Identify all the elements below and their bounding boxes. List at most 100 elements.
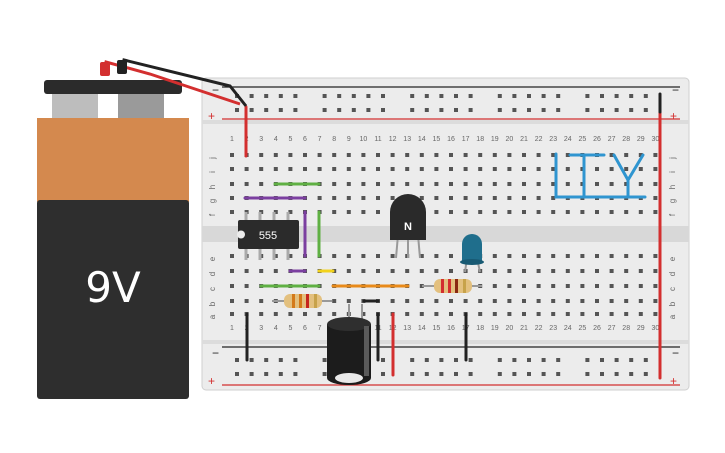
breadboard-hole[interactable] xyxy=(346,254,351,258)
transistor-npn[interactable]: N xyxy=(390,194,426,259)
breadboard-hole[interactable] xyxy=(624,182,629,186)
rail-hole[interactable] xyxy=(614,372,619,376)
rail-hole[interactable] xyxy=(439,108,444,112)
breadboard-hole[interactable] xyxy=(390,254,395,258)
breadboard-hole[interactable] xyxy=(405,312,410,316)
breadboard-hole[interactable] xyxy=(551,299,556,303)
breadboard-hole[interactable] xyxy=(346,182,351,186)
breadboard-hole[interactable] xyxy=(288,167,293,171)
rail-hole[interactable] xyxy=(293,108,298,112)
breadboard-hole[interactable] xyxy=(230,196,234,200)
rail-hole[interactable] xyxy=(527,358,531,362)
breadboard-hole[interactable] xyxy=(536,196,541,200)
breadboard-hole[interactable] xyxy=(536,312,541,316)
breadboard-hole[interactable] xyxy=(244,269,249,273)
breadboard-hole[interactable] xyxy=(653,167,658,171)
rail-hole[interactable] xyxy=(600,358,604,362)
rail-hole[interactable] xyxy=(600,108,604,112)
breadboard-hole[interactable] xyxy=(595,312,599,316)
breadboard-hole[interactable] xyxy=(653,182,658,186)
rail-hole[interactable] xyxy=(410,372,415,376)
breadboard-hole[interactable] xyxy=(463,153,468,157)
breadboard-hole[interactable] xyxy=(390,196,395,200)
breadboard-hole[interactable] xyxy=(507,196,512,200)
breadboard-hole[interactable] xyxy=(376,182,380,186)
rail-hole[interactable] xyxy=(512,94,517,98)
breadboard-hole[interactable] xyxy=(449,312,453,316)
breadboard-hole[interactable] xyxy=(551,196,556,200)
breadboard-hole[interactable] xyxy=(638,210,643,214)
breadboard-hole[interactable] xyxy=(346,196,351,200)
breadboard-hole[interactable] xyxy=(419,196,424,200)
breadboard-hole[interactable] xyxy=(405,182,410,186)
breadboard-hole[interactable] xyxy=(419,153,424,157)
breadboard-hole[interactable] xyxy=(376,210,380,214)
breadboard-hole[interactable] xyxy=(551,210,556,214)
breadboard-hole[interactable] xyxy=(580,312,585,316)
rail-hole[interactable] xyxy=(497,358,502,362)
breadboard-hole[interactable] xyxy=(478,182,483,186)
breadboard-hole[interactable] xyxy=(419,182,424,186)
breadboard-hole[interactable] xyxy=(273,269,278,273)
breadboard-hole[interactable] xyxy=(492,153,497,157)
rail-hole[interactable] xyxy=(468,372,473,376)
rail-hole[interactable] xyxy=(541,372,546,376)
rail-hole[interactable] xyxy=(322,358,327,362)
breadboard-hole[interactable] xyxy=(317,196,322,200)
breadboard-hole[interactable] xyxy=(273,312,278,316)
rail-hole[interactable] xyxy=(381,358,385,362)
breadboard-hole[interactable] xyxy=(288,254,293,258)
breadboard-hole[interactable] xyxy=(346,167,351,171)
breadboard-hole[interactable] xyxy=(230,284,234,288)
breadboard-hole[interactable] xyxy=(478,299,483,303)
rail-hole[interactable] xyxy=(278,372,283,376)
breadboard-hole[interactable] xyxy=(463,182,468,186)
breadboard-hole[interactable] xyxy=(273,167,278,171)
breadboard-hole[interactable] xyxy=(595,299,599,303)
breadboard-hole[interactable] xyxy=(536,153,541,157)
breadboard-hole[interactable] xyxy=(609,299,614,303)
breadboard-hole[interactable] xyxy=(449,167,453,171)
breadboard-hole[interactable] xyxy=(230,254,234,258)
breadboard-hole[interactable] xyxy=(449,269,453,273)
breadboard-hole[interactable] xyxy=(419,299,424,303)
rail-hole[interactable] xyxy=(410,94,415,98)
breadboard-hole[interactable] xyxy=(434,210,439,214)
breadboard-hole[interactable] xyxy=(346,153,351,157)
rail-hole[interactable] xyxy=(614,358,619,362)
breadboard-hole[interactable] xyxy=(536,269,541,273)
breadboard-hole[interactable] xyxy=(332,299,337,303)
breadboard-hole[interactable] xyxy=(507,269,512,273)
breadboard-hole[interactable] xyxy=(434,269,439,273)
breadboard-hole[interactable] xyxy=(376,254,380,258)
breadboard-hole[interactable] xyxy=(595,182,599,186)
rail-hole[interactable] xyxy=(278,94,283,98)
rail-hole[interactable] xyxy=(235,108,239,112)
rail-hole[interactable] xyxy=(643,372,648,376)
breadboard-hole[interactable] xyxy=(259,153,264,157)
breadboard-hole[interactable] xyxy=(405,269,410,273)
rail-hole[interactable] xyxy=(643,108,648,112)
breadboard-hole[interactable] xyxy=(332,196,337,200)
breadboard-hole[interactable] xyxy=(478,312,483,316)
rail-hole[interactable] xyxy=(381,94,385,98)
breadboard-hole[interactable] xyxy=(507,210,512,214)
breadboard-hole[interactable] xyxy=(507,299,512,303)
breadboard-hole[interactable] xyxy=(419,167,424,171)
breadboard-hole[interactable] xyxy=(390,153,395,157)
rail-hole[interactable] xyxy=(366,108,371,112)
breadboard-hole[interactable] xyxy=(230,299,234,303)
breadboard-hole[interactable] xyxy=(230,153,234,157)
rail-hole[interactable] xyxy=(337,94,342,98)
led-blue[interactable] xyxy=(460,234,484,273)
breadboard-hole[interactable] xyxy=(609,254,614,258)
breadboard-hole[interactable] xyxy=(565,269,570,273)
rail-hole[interactable] xyxy=(497,94,502,98)
rail-hole[interactable] xyxy=(322,372,327,376)
rail-hole[interactable] xyxy=(249,358,254,362)
breadboard-hole[interactable] xyxy=(230,269,234,273)
breadboard-hole[interactable] xyxy=(638,312,643,316)
breadboard-hole[interactable] xyxy=(595,254,599,258)
breadboard-hole[interactable] xyxy=(653,269,658,273)
breadboard-hole[interactable] xyxy=(332,182,337,186)
